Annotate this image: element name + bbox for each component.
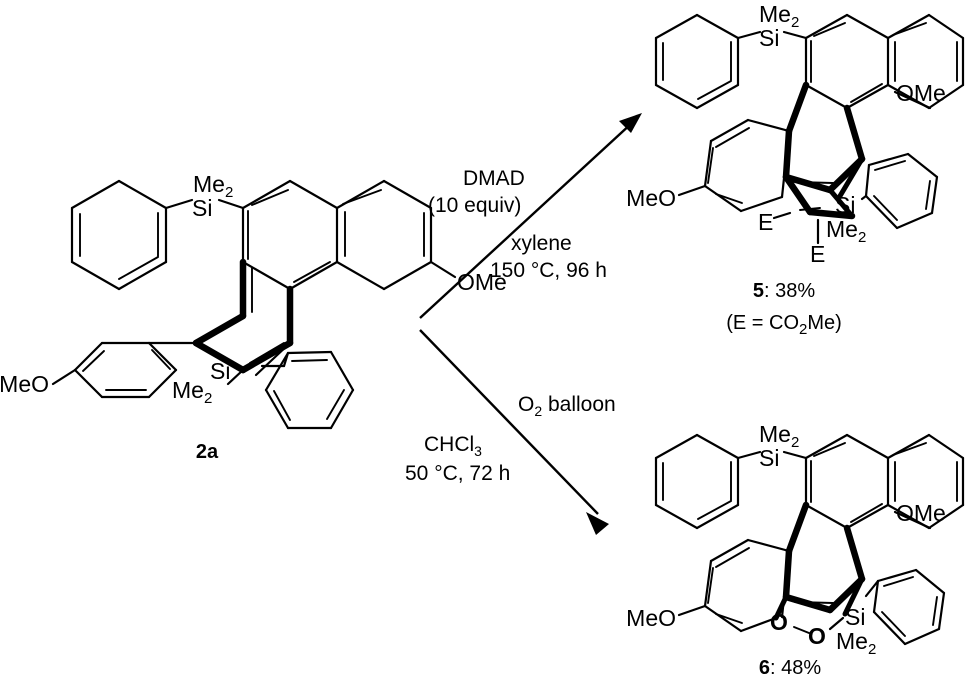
arrow-head-up — [619, 113, 642, 133]
p5-ester-2-label: E — [810, 241, 825, 267]
p5-ome-bond — [893, 90, 932, 110]
p5-core-ring-upper — [804, 13, 890, 110]
reactant-top-silicon-bridge — [164, 198, 245, 210]
p6-methoxyphenyl-ring — [703, 538, 791, 633]
p6-me2-top-label: Me2 — [759, 421, 799, 451]
p6-bicyclic-core — [782, 501, 866, 617]
p6-si-bottom-label: Si — [845, 604, 865, 630]
p6-meo-left-label: MeO — [626, 605, 676, 631]
p5-me2-bottom-label: Me2 — [826, 216, 866, 246]
reactant-compound-label: 2a — [196, 441, 219, 463]
p5-methoxyphenyl-ring — [703, 118, 791, 213]
arrow-to-product-6 — [419, 329, 609, 535]
p5-ester1-bond — [772, 211, 792, 220]
product-5-label: 5: 38% — [753, 280, 815, 302]
p6-peroxide-o2-label: O — [808, 623, 826, 649]
reactant-ome-right-label: OMe — [457, 269, 507, 295]
p6-ome-right-label: OMe — [896, 500, 946, 526]
arrow-head-down — [586, 512, 609, 535]
p6-meo-bond — [677, 604, 707, 617]
reactant-meo-bond — [51, 368, 77, 386]
condition-chcl3-solvent: CHCl3 — [424, 433, 482, 459]
conditions-block-dmad: DMAD (10 equiv) xylene 150 °C, 96 h — [428, 167, 607, 282]
condition-dmad-reagent: DMAD — [463, 167, 525, 190]
p6-bottom-right-benzene-ring — [864, 568, 946, 646]
product-5-structure: Si Me2 OMe — [626, 1, 965, 338]
reactant-si-top-label: Si — [192, 195, 212, 221]
p5-left-benzene-ring — [654, 13, 740, 110]
condition-chcl3-temp-time: 50 °C, 72 h — [405, 462, 510, 485]
p5-bottom-right-benzene-ring — [860, 152, 939, 230]
p5-top-silicon-bridge — [736, 30, 808, 40]
p6-core-ring-upper — [804, 433, 890, 530]
reactant-core-ring-upper — [241, 179, 339, 291]
reactant-me2-bottom-label: Me2 — [172, 377, 212, 407]
arrow-to-product-5 — [419, 113, 642, 319]
p6-peroxide-o1-label: O — [770, 609, 788, 635]
p5-si-top-label: Si — [759, 25, 779, 51]
p6-right-benzene-ring-ome — [886, 433, 965, 530]
reactant-meo-left-label: MeO — [0, 371, 49, 397]
condition-dmad-temp-time: 150 °C, 96 h — [490, 259, 607, 282]
reactant-core-ring-lower — [192, 258, 294, 374]
p6-top-silicon-bridge — [736, 450, 808, 460]
p6-si-top-label: Si — [759, 445, 779, 471]
p5-meo-bond — [677, 184, 707, 197]
p6-me2-bottom-label: Me2 — [836, 628, 876, 658]
conditions-block-oxygen: O2 balloon CHCl3 50 °C, 72 h — [405, 393, 616, 485]
p5-ester-1-label: E — [758, 209, 773, 235]
p6-left-benzene-ring — [654, 433, 740, 530]
reactant-bottom-right-benzene-ring — [264, 350, 355, 430]
p5-si-bottom-label: Si — [835, 192, 855, 218]
p6-ome-bond — [893, 510, 932, 530]
p5-ome-right-label: OMe — [896, 80, 946, 106]
condition-o2-balloon: O2 balloon — [518, 393, 616, 419]
reactant-right-benzene-ring-ome — [335, 179, 433, 291]
condition-dmad-solvent: xylene — [511, 232, 572, 255]
p5-right-benzene-ring-ome — [886, 13, 965, 110]
product-5-ester-footnote: (E = CO2Me) — [726, 312, 842, 338]
p5-meo-left-label: MeO — [626, 185, 676, 211]
condition-dmad-equiv: (10 equiv) — [428, 194, 521, 217]
reactant-me2-top-label: Me2 — [193, 171, 233, 201]
p5-me2-top-label: Me2 — [759, 1, 799, 31]
reactant-methoxyphenyl-ring — [73, 341, 178, 399]
product-6-label: 6: 48% — [759, 657, 821, 679]
reactant-structure-2a: Si Me2 OMe — [0, 171, 507, 463]
reactant-ome-bond — [429, 260, 457, 279]
reactant-left-benzene-ring — [70, 179, 168, 291]
reactant-si-bottom-label: Si — [210, 358, 230, 384]
product-6-structure: Si Me2 OMe — [626, 421, 965, 679]
